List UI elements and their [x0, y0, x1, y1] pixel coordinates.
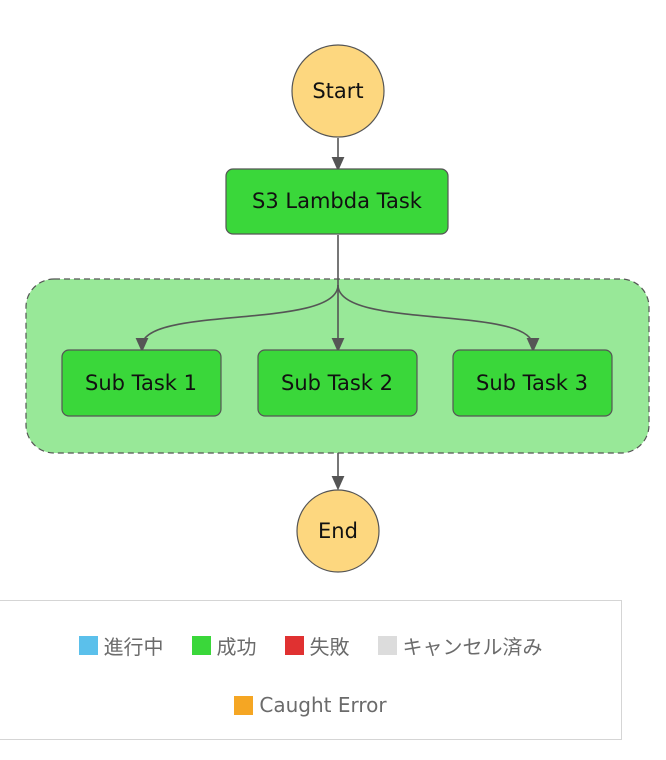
end-label: End: [318, 519, 358, 543]
legend-in-progress-label: 進行中: [103, 635, 164, 659]
legend-item-succeeded: 成功: [191, 631, 257, 660]
legend-item-failed: 失敗: [284, 631, 350, 660]
lambda-task-label: S3 Lambda Task: [252, 189, 423, 213]
sub-task-3-node[interactable]: Sub Task 3: [452, 349, 613, 417]
start-label: Start: [312, 79, 363, 103]
failed-swatch: [284, 636, 304, 655]
legend-cancelled-label: キャンセル済み: [402, 635, 543, 659]
legend-item-in-progress: 進行中: [78, 631, 164, 660]
workflow-graph: Start S3 Lambda Task Sub Task 1 Sub Task…: [25, 44, 650, 573]
legend-caught-error-label: Caught Error: [259, 693, 387, 717]
edge-lambda-to-subtask-3: [337, 284, 540, 353]
caught-error-swatch: [234, 695, 254, 715]
lambda-task-node[interactable]: S3 Lambda Task: [225, 168, 449, 235]
sub-task-2-node[interactable]: Sub Task 2: [257, 349, 418, 417]
legend-row-primary: 進行中 成功 失敗 キャンセル済み: [0, 631, 621, 660]
cancelled-swatch: [377, 636, 397, 655]
legend-item-cancelled: キャンセル済み: [377, 631, 543, 660]
in-progress-swatch: [78, 636, 98, 655]
legend-item-caught-error: Caught Error: [234, 693, 387, 717]
legend-succeeded-label: 成功: [216, 635, 257, 659]
succeeded-swatch: [191, 636, 211, 655]
sub-task-3-label: Sub Task 3: [476, 371, 588, 395]
end-node[interactable]: End: [296, 489, 380, 573]
legend-failed-label: 失敗: [309, 635, 350, 659]
edge-lambda-to-subtask-1: [135, 284, 339, 353]
sub-task-2-label: Sub Task 2: [281, 371, 393, 395]
start-node[interactable]: Start: [291, 44, 385, 138]
sub-task-1-label: Sub Task 1: [85, 371, 197, 395]
edges: [135, 138, 540, 491]
legend-row-secondary: Caught Error: [0, 693, 621, 717]
sub-task-1-node[interactable]: Sub Task 1: [61, 349, 222, 417]
status-legend: 進行中 成功 失敗 キャンセル済み Caught Error: [0, 600, 622, 740]
